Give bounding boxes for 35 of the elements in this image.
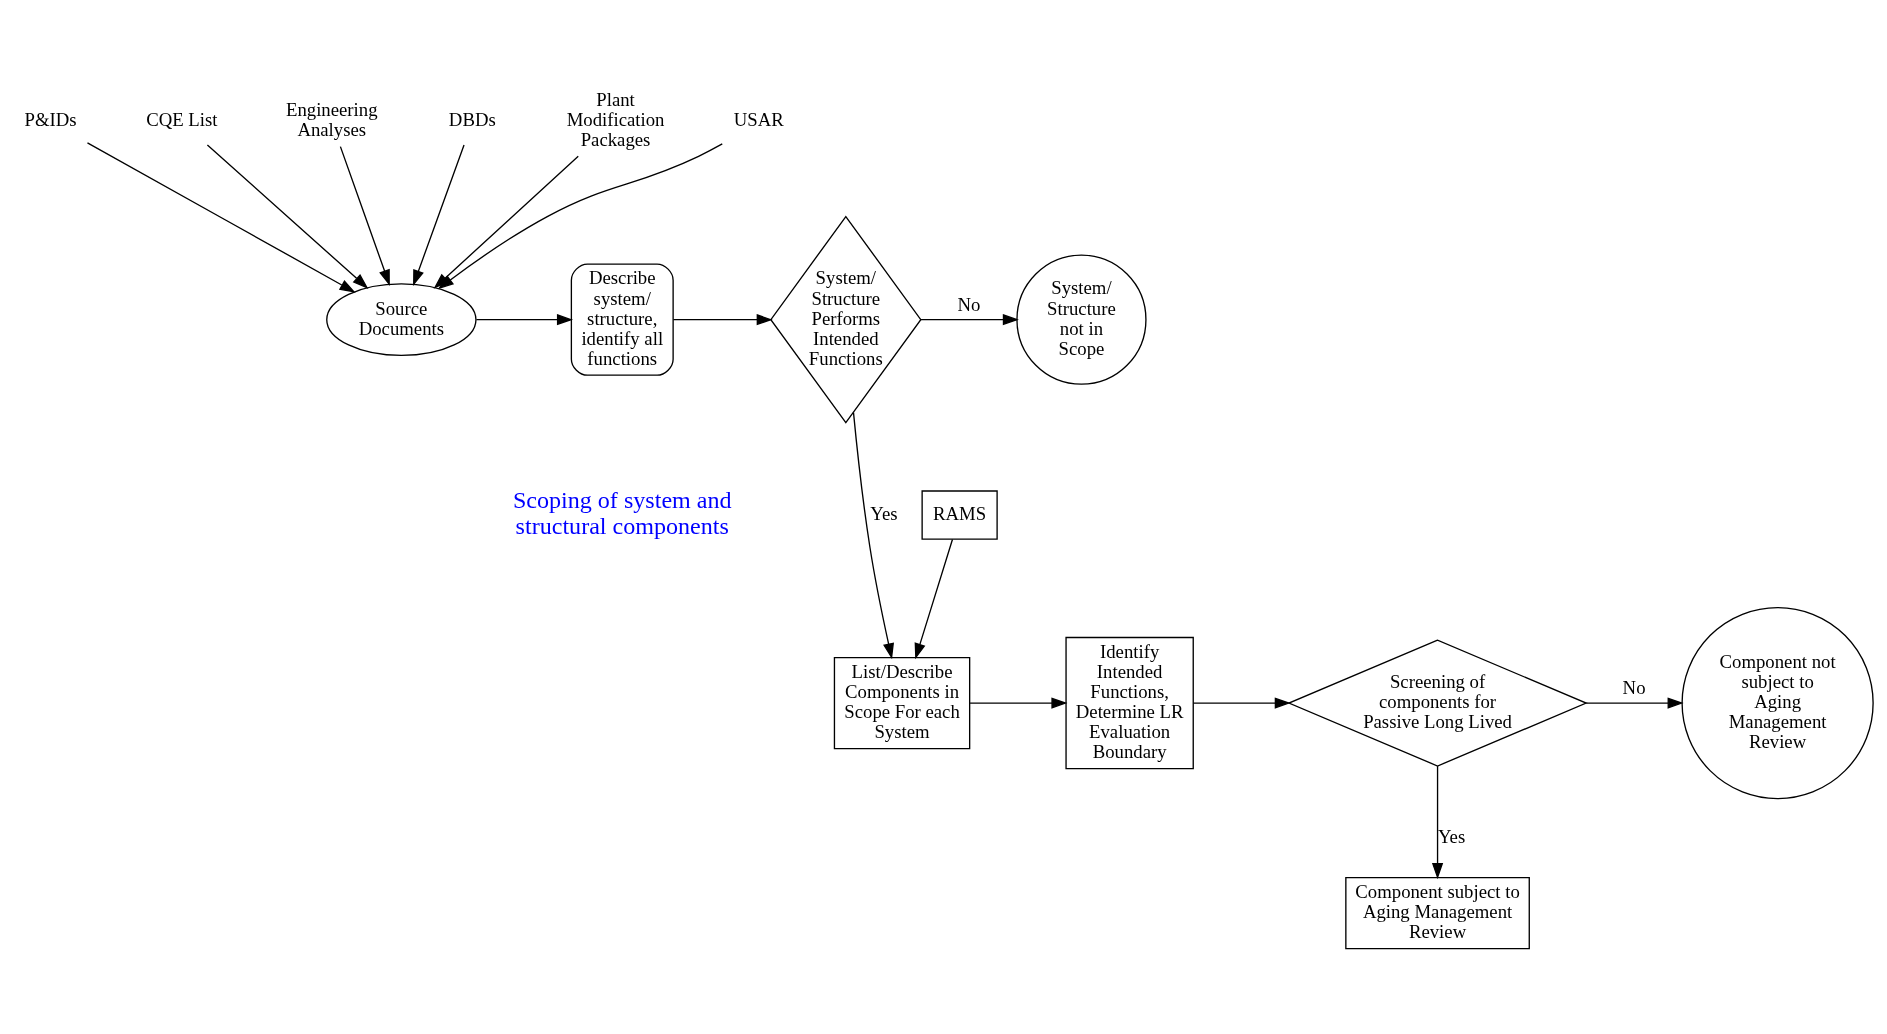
arrow xyxy=(339,145,390,286)
node-circle: Component not subject to Aging Management Review xyxy=(1681,606,1874,800)
arrow xyxy=(475,314,573,326)
arrow xyxy=(1585,697,1684,709)
edge-label: No xyxy=(1622,676,1646,698)
arrow xyxy=(206,144,369,289)
arrow xyxy=(914,538,954,660)
node-text: Engineering Analyses xyxy=(285,98,378,140)
node-diamond: System/ Structure Performs Intended Functions xyxy=(770,215,922,424)
arrow xyxy=(86,142,356,293)
node-box: RAMS xyxy=(921,490,998,540)
arrow xyxy=(920,314,1019,326)
arrow xyxy=(852,411,895,660)
node-box: Component subject to Aging Management Review xyxy=(1345,877,1530,950)
arrow xyxy=(672,314,773,326)
node-box: Describe system/ structure, identify all functions xyxy=(570,263,674,376)
arrow xyxy=(413,144,465,286)
label: Scoping of system and structural components xyxy=(512,486,732,540)
arrow xyxy=(969,697,1068,709)
node-ellipse: Source Documents xyxy=(326,283,477,357)
node-text: P&IDs xyxy=(24,108,77,130)
node-text: USAR xyxy=(733,108,784,130)
arrow xyxy=(1431,765,1444,880)
node-text: DBDs xyxy=(448,108,496,130)
arrow xyxy=(1192,697,1291,709)
node-box: Identify Intended Functions, Determine LR Evaluation Boundary xyxy=(1065,636,1194,770)
node-box: List/Describe Components in Scope For each System xyxy=(833,656,971,750)
edge-label: Yes xyxy=(870,503,898,525)
node-text: Plant Modification Packages xyxy=(566,88,665,150)
node-text: CQE List xyxy=(146,108,218,130)
node-diamond: Screening of components for Passive Long Lived xyxy=(1287,639,1588,767)
node-circle: System/ Structure not in Scope xyxy=(1016,254,1147,385)
edge-label: No xyxy=(957,293,981,315)
arrow xyxy=(437,143,723,290)
edge-label: Yes xyxy=(1437,826,1466,848)
